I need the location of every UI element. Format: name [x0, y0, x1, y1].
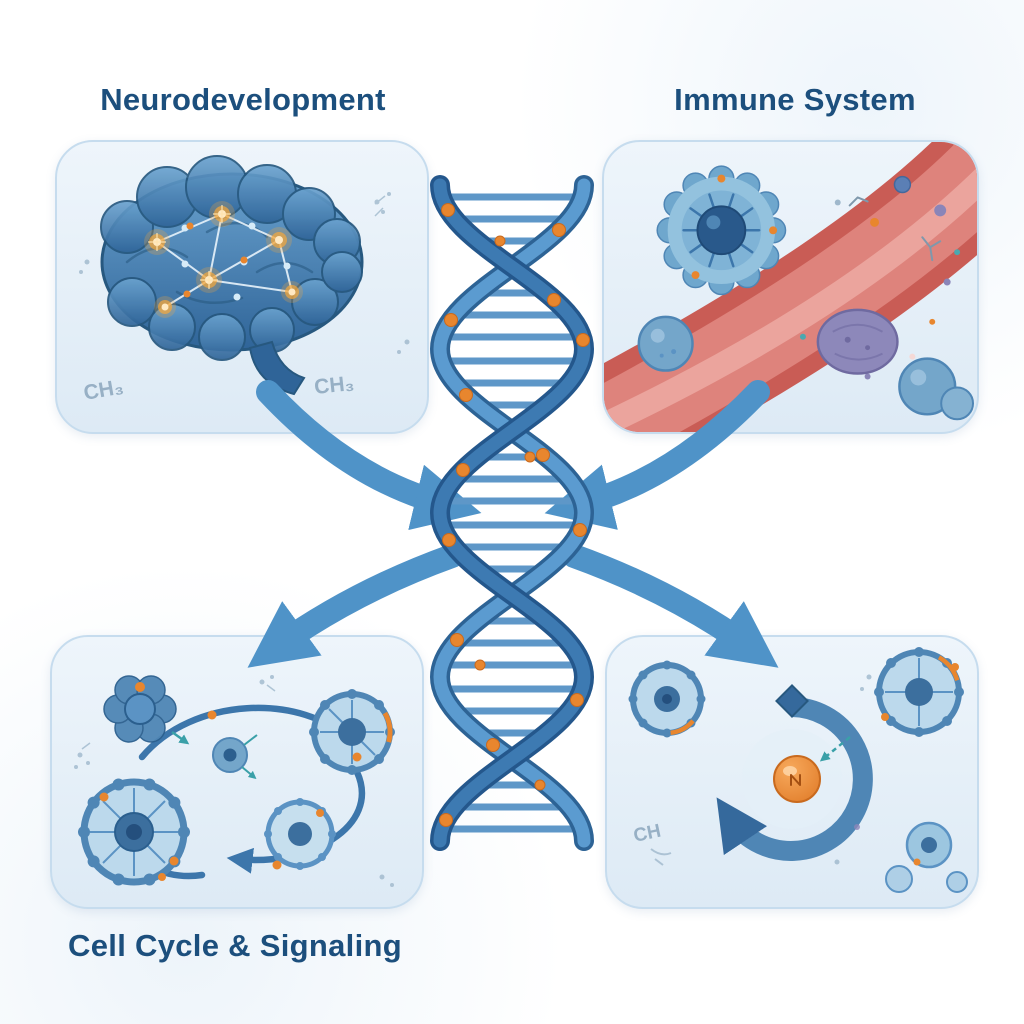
methyl-label-left: CH₃ — [82, 375, 125, 405]
loop-beads — [158, 710, 362, 881]
cell-cycle-signaling-panel — [50, 635, 424, 909]
dna-rungs — [438, 193, 586, 833]
cycle-loop-illustration: CH — [628, 647, 968, 893]
dna-strand-left — [429, 175, 595, 851]
immune-system-panel — [602, 140, 979, 434]
molecule-squiggles — [650, 674, 872, 866]
title-immune-system: Immune System — [674, 82, 916, 117]
signal-arrow — [819, 736, 851, 762]
gear-cell-top-right — [309, 689, 395, 775]
brain-icon — [100, 155, 364, 396]
neural-network — [144, 201, 303, 318]
gear-cell-top-right — [874, 647, 964, 737]
title-neurodevelopment: Neurodevelopment — [100, 82, 386, 117]
molecule-squiggles — [79, 192, 410, 354]
methyl-label-cycle: CH — [632, 821, 663, 847]
brain-illustration: CH₃ CH₃ — [79, 155, 410, 405]
spiky-immune-cell — [656, 165, 787, 296]
dna-strand-right — [429, 175, 595, 851]
epigenetic-cycle-panel: CH — [605, 635, 979, 909]
gear-cell-top-left — [628, 660, 706, 738]
big-gear-cell — [78, 778, 190, 886]
cell-cluster — [103, 675, 190, 745]
title-cell-cycle-signaling: Cell Cycle & Signaling — [68, 928, 402, 963]
small-signaling-cell — [212, 734, 257, 777]
molecule-squiggles — [74, 675, 394, 887]
methylation-marks — [439, 203, 590, 827]
synapse-glow-nodes — [144, 201, 303, 318]
immune-illustration — [604, 142, 977, 432]
cell-cycle-illustration — [74, 675, 395, 887]
gear-cell-mid — [264, 798, 336, 870]
methyl-label-right: CH₃ — [313, 372, 355, 399]
blue-cells — [637, 315, 975, 421]
neurodevelopment-panel: CH₃ CH₃ — [55, 140, 429, 434]
small-cells-bottom-right — [885, 821, 968, 893]
methyl-donor-sphere — [773, 755, 821, 803]
floating-molecules — [834, 175, 961, 286]
purple-immune-cell — [816, 308, 899, 375]
dna-double-helix — [429, 175, 595, 851]
